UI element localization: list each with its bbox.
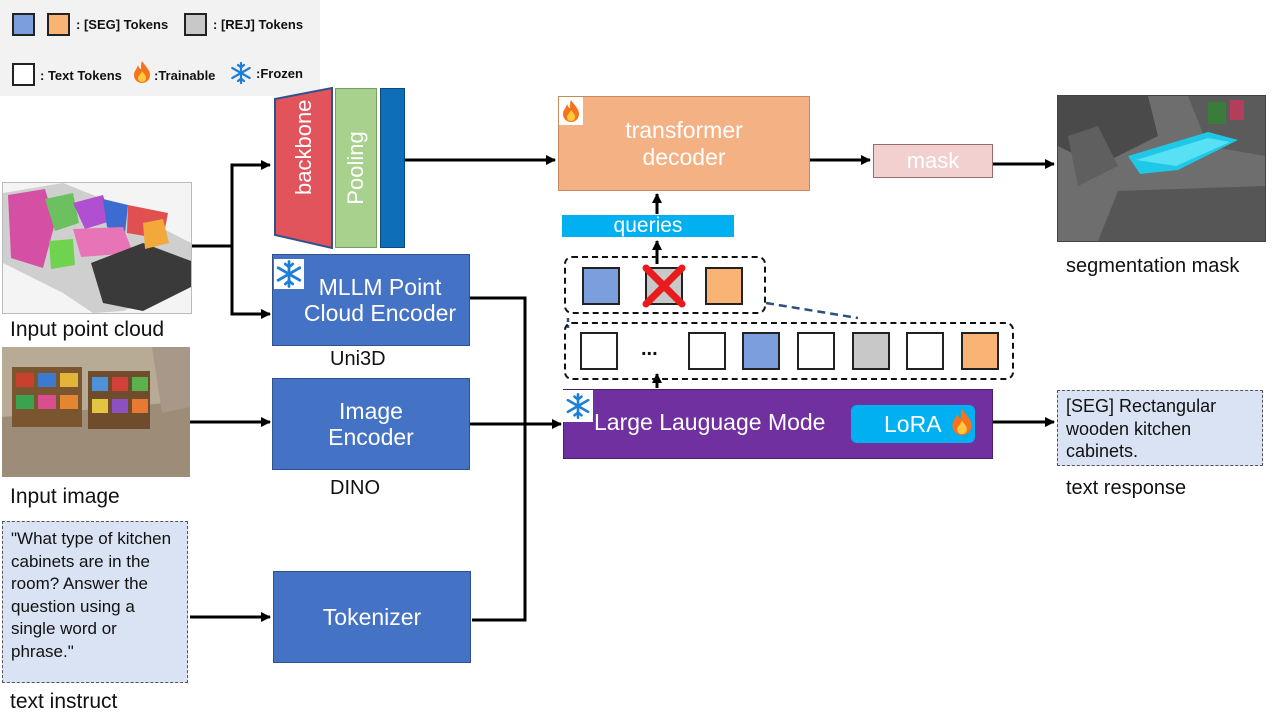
legend-text-label: : Text Tokens [40,68,122,83]
mask-label: mask [906,148,960,174]
image-encoder-label: Image Encoder [328,397,414,450]
legend-text-swatch [12,63,35,86]
image-encoder-name: DINO [330,477,380,499]
response-note: [SEG] Rectangular wooden kitchen cabinet… [1057,390,1263,466]
response-caption: text response [1066,477,1187,499]
queries-bar: queries [562,213,734,237]
legend: : [SEG] Tokens : [REJ] Tokens : Text Tok… [0,0,320,96]
decoder-block: transformer decoder [558,96,810,191]
image-encoder-block: Image Encoder [272,378,470,470]
segmentation-mask-image [1057,95,1266,242]
legend-seg-swatch-orange [47,13,70,36]
lora-label: LoRA [884,410,942,437]
seg-token-orange [705,267,743,305]
reject-cross-icon [642,264,686,308]
input-point-cloud-image [2,182,192,314]
tokenizer-block: Tokenizer [273,571,471,663]
llm-label: Large Lauguage Mode [594,409,826,435]
input-image-caption: Input image [10,485,120,508]
decoder-label: transformer decoder [625,117,743,170]
fire-icon [952,408,972,436]
fire-icon [134,61,150,83]
text-token [906,332,944,370]
mask-block: mask [873,144,993,178]
fire-icon [563,100,579,122]
pc-encoder-block: MLLM Point Cloud Encoder [272,254,470,346]
pooling-label: Pooling [343,131,368,205]
legend-frozen-label: :Frozen [256,66,303,81]
instruction-caption: text instruct [10,690,118,713]
rej-token [852,332,890,370]
legend-trainable-label: :Trainable [154,68,216,83]
pc-encoder-name: Uni3D [330,348,386,370]
legend-rej-swatch [184,13,207,36]
queries-label: queries [613,213,683,237]
snowflake-icon [231,61,251,85]
legend-seg-label: : [SEG] Tokens [76,17,169,32]
seg-token [582,267,620,305]
snowflake-icon [274,259,304,289]
feature-bar [380,88,405,248]
text-token [688,332,726,370]
backbone-block [274,87,333,249]
instruction-text: "What type of kitchen cabinets are in th… [11,529,172,661]
tokenizer-label: Tokenizer [322,603,422,630]
legend-rej-label: : [REJ] Tokens [213,17,304,32]
text-token [580,332,618,370]
snowflake-icon [566,393,590,419]
pc-encoder-label: MLLM Point Cloud Encoder [303,273,457,326]
seg-token-orange [961,332,999,370]
instruction-note: "What type of kitchen cabinets are in th… [2,521,188,683]
segmentation-caption: segmentation mask [1066,255,1240,277]
token-ellipsis: ... [641,338,658,360]
input-image-photo [2,347,190,477]
seg-token [742,332,780,370]
text-token [797,332,835,370]
pooling-block [335,88,377,248]
backbone-label: backbone [291,99,316,195]
selected-token-group [564,256,766,314]
point-cloud-caption: Input point cloud [10,318,165,341]
legend-seg-swatch [12,13,35,36]
response-text: [SEG] Rectangular wooden kitchen cabinet… [1066,396,1217,461]
token-sequence [564,322,1014,380]
